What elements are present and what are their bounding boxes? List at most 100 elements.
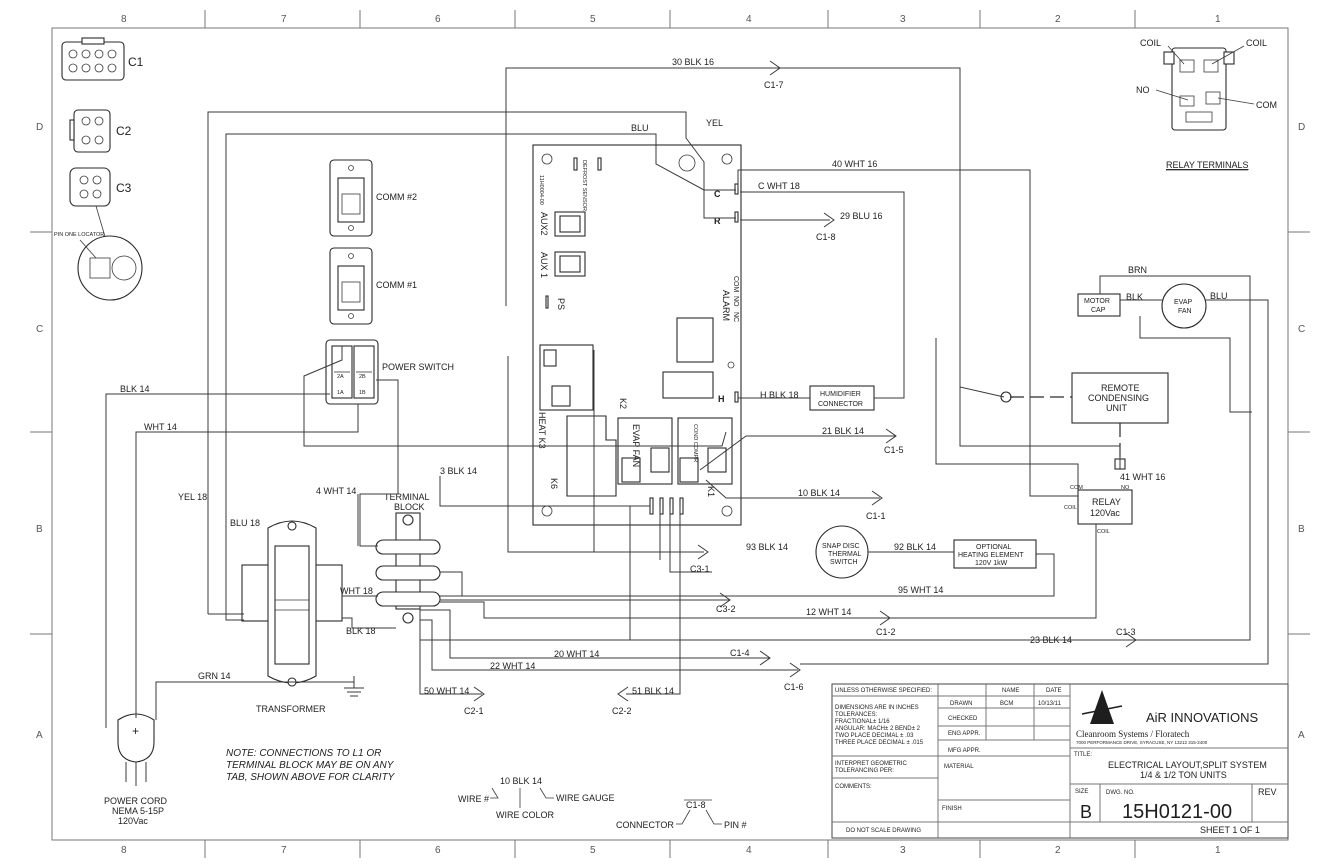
zone-row-c-left: C: [36, 324, 43, 335]
relay-terminal-coil-left: COIL: [1140, 38, 1161, 48]
tb-no-scale: DO NOT SCALE DRAWING: [846, 828, 921, 834]
comm-1-label: COMM #1: [376, 280, 417, 290]
zone-row-b-left: B: [36, 524, 43, 535]
wire-brn: BRN: [1128, 265, 1147, 275]
tb-dims-6: THREE PLACE DECIMAL ± .015: [835, 740, 924, 746]
relay-terminal-com: COM: [1256, 100, 1277, 110]
humidifier-label-1: HUMIDIFIER: [820, 391, 861, 398]
tb-name-header: NAME: [1002, 688, 1019, 694]
conn-c1-4: C1-4: [730, 648, 750, 658]
wire-blk-14: BLK 14: [120, 384, 150, 394]
svg-text:+: +: [132, 724, 139, 738]
zone-row-d-right: D: [1298, 122, 1305, 133]
remote-unit-label-2: CONDENSING: [1088, 393, 1149, 403]
board-alarm-no: NO: [732, 296, 739, 307]
comm-2-jack: [329, 159, 373, 237]
note-line-2: TERMINAL BLOCK MAY BE ON ANY: [226, 760, 395, 771]
tb-dwg-label: DWG. NO.: [1106, 790, 1135, 796]
board-terminal-h: H: [718, 394, 725, 404]
connector-c2-label: C2: [116, 124, 132, 138]
board-defrost-sensor-label: DEFROST SENSOR: [581, 160, 587, 211]
wire-40-wht-16: 40 WHT 16: [832, 159, 877, 169]
power-cord-title: POWER CORD: [104, 796, 168, 806]
zone-col-6-top: 6: [435, 14, 441, 25]
conn-c1-8: C1-8: [816, 232, 836, 242]
note-line-1: NOTE: CONNECTIONS TO L1 OR: [226, 748, 381, 759]
board-alarm-nc: NC: [732, 312, 739, 322]
connector-c3-drawing: [69, 167, 143, 301]
relay-no-terminal: NO: [1121, 485, 1130, 491]
board-part-number: 11H0004-00: [538, 175, 544, 205]
wire-92-blk-14: 92 BLK 14: [894, 542, 936, 552]
wire-10-blk-14: 10 BLK 14: [798, 488, 840, 498]
legend-connector-example: C1-8: [686, 800, 706, 810]
motor-cap: [1077, 293, 1121, 317]
wire-blu: BLU: [631, 123, 649, 133]
terminal-block-label-1: TERMINAL: [384, 492, 430, 502]
wire-wht-18: WHT 18: [340, 586, 373, 596]
board-k1-label: K1: [706, 486, 716, 497]
relay-label-1: RELAY: [1092, 497, 1121, 507]
tb-eng-appr: ENG APPR.: [948, 731, 981, 737]
tb-finish: FINISH: [942, 806, 962, 812]
motor-cap-label-2: CAP: [1091, 307, 1106, 314]
wire-23-blk-14: 23 BLK 14: [1030, 635, 1072, 645]
wire-30-blk-16: 30 BLK 16: [672, 57, 714, 67]
wire-3-blk-14: 3 BLK 14: [440, 466, 477, 476]
tb-company: AiR INNOVATIONS: [1146, 710, 1259, 725]
tb-size: B: [1080, 802, 1092, 822]
conn-c1-2: C1-2: [876, 627, 896, 637]
connector-arrows: [473, 60, 1137, 702]
tb-checked: CHECKED: [948, 716, 978, 722]
title-block: [831, 683, 1289, 839]
wire-20-wht-14: 20 WHT 14: [554, 649, 599, 659]
tb-mfg-appr: MFG APPR.: [948, 748, 981, 754]
relay-terminal-no: NO: [1136, 85, 1150, 95]
power-switch-1a: 1A: [337, 390, 344, 396]
tb-interp-1: INTERPRET GEOMETRIC: [835, 761, 908, 767]
wire-blk-18: BLK 18: [346, 626, 376, 636]
zone-col-3-top: 3: [900, 14, 906, 25]
board-heat-k3-label: HEAT K3: [537, 412, 547, 449]
wire-12-wht-14: 12 WHT 14: [806, 607, 851, 617]
board-alarm-com: COM: [732, 276, 739, 293]
relay-120vac: [1077, 489, 1133, 525]
zone-row-a-left: A: [36, 730, 43, 741]
tb-title-label: TITLE:: [1074, 752, 1092, 758]
relay-terminal-coil-right: COIL: [1246, 38, 1267, 48]
zone-row-c-right: C: [1298, 324, 1305, 335]
wire-wht-14: WHT 14: [144, 422, 177, 432]
transformer: [241, 520, 343, 687]
pin-one-locator-label: PIN ONE LOCATOR: [54, 232, 104, 238]
tb-sheet: SHEET 1 OF 1: [1200, 825, 1260, 835]
conn-c1-7: C1-7: [764, 80, 784, 90]
heater-label-2: HEATING ELEMENT: [958, 552, 1024, 559]
heater-label-3: 120V 1kW: [975, 560, 1008, 567]
tb-title-line-2: 1/4 & 1/2 TON UNITS: [1140, 770, 1227, 780]
wire-blk: BLK: [1126, 292, 1143, 302]
tb-subtitle: Cleanroom Systems / Floratech: [1076, 729, 1190, 739]
relay-coil-terminal-1: COIL: [1064, 505, 1077, 511]
comm-1-jack: [329, 247, 373, 325]
legend-wire-number: WIRE #: [458, 794, 489, 804]
snap-disc-label-2: THERMAL: [828, 551, 862, 558]
motor-cap-label-1: MOTOR: [1084, 298, 1110, 305]
board-terminal-c: C: [714, 189, 721, 199]
wire-legend-leaders: [490, 787, 722, 825]
wire-95-wht-14: 95 WHT 14: [898, 585, 943, 595]
tb-rev-label: REV: [1258, 787, 1277, 797]
power-cord-nema: NEMA 5-15P: [112, 806, 164, 816]
tb-interp-2: TOLERANCING PER:: [835, 768, 894, 774]
humidifier-label-2: CONNECTOR: [818, 401, 863, 408]
connector-c2-drawing: [69, 109, 111, 153]
wire-4-wht-14: 4 WHT 14: [316, 486, 356, 496]
note-line-3: TAB, SHOWN ABOVE FOR CLARITY: [226, 772, 396, 783]
power-switch-2a: 2A: [337, 374, 344, 380]
legend-wire-gauge: WIRE GAUGE: [556, 793, 615, 803]
wire-blu-fan: BLU: [1210, 291, 1228, 301]
wire-grn-14: GRN 14: [198, 671, 231, 681]
tb-drawn: DRAWN: [950, 701, 972, 707]
legend-pin: PIN #: [724, 820, 747, 830]
board-alarm-label: ALARM: [721, 290, 731, 321]
